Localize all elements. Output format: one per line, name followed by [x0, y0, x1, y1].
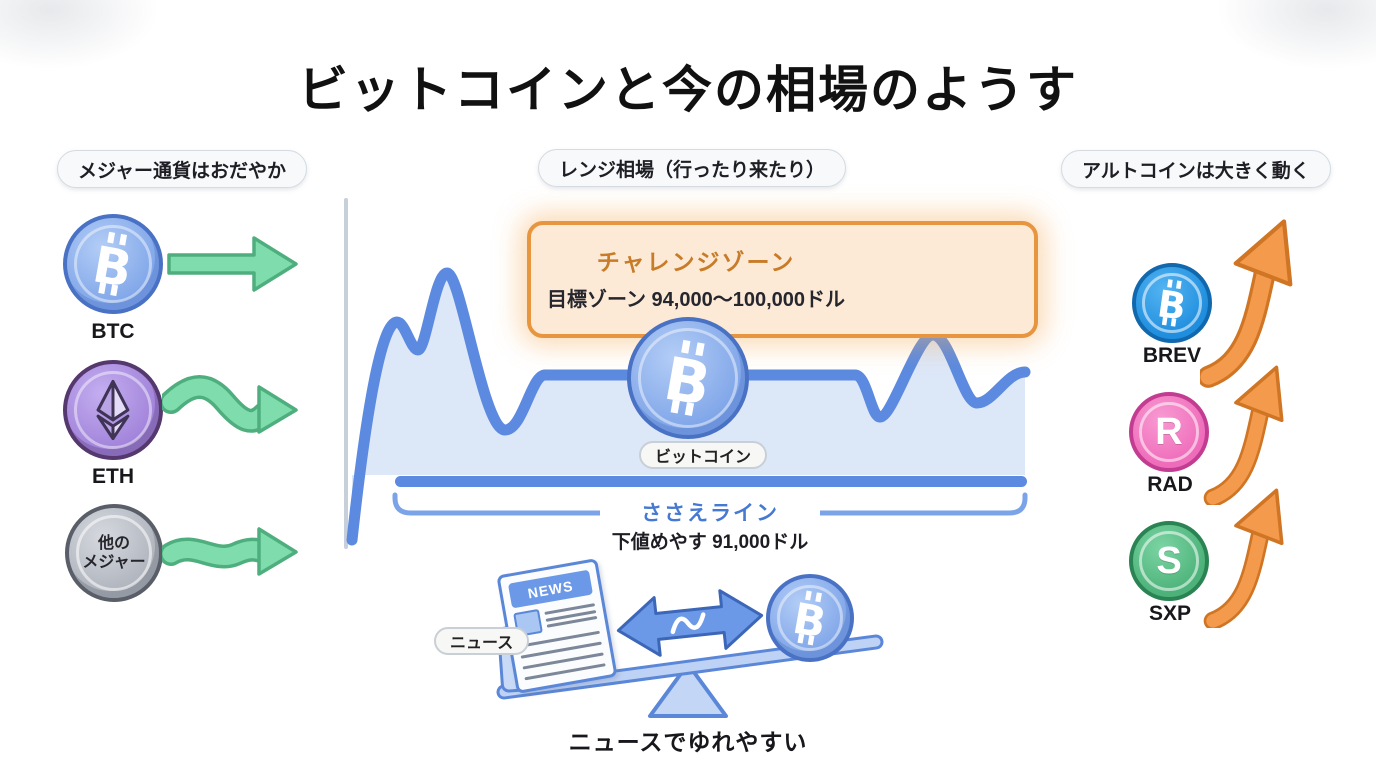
btc-coin-icon: B [63, 214, 163, 314]
challenge-zone-box: チャレンジゾーン 目標ゾーン 94,000～100,000ドル [527, 221, 1038, 338]
rad-coin-icon: R [1129, 392, 1209, 472]
eth-coin-icon [63, 360, 163, 460]
sxp-coin-icon: S [1129, 521, 1209, 601]
bitcoin-chart-coin-icon: B [627, 317, 749, 439]
page-title: ビットコインと今の相場のようす [298, 62, 1078, 118]
bitcoin-balance-coin-icon: B [766, 574, 854, 662]
btc-label: BTC [91, 320, 135, 343]
orange-arrow-up-icon [1200, 219, 1293, 388]
sxp-label: SXP [1148, 602, 1192, 625]
coin-ring [777, 585, 843, 651]
challenge-zone-text: チャレンジゾーン 目標ゾーン 94,000～100,000ドル [531, 243, 861, 312]
news-caption: ニュースでゆれやすい [568, 729, 808, 755]
coin-ring [76, 515, 152, 591]
brev-coin-icon: B [1132, 263, 1212, 343]
green-arrow-gentle-wave-icon [162, 527, 298, 576]
other-major-coin-text: 他の メジャー [82, 534, 146, 571]
section-header-range-market: レンジ相場（行ったり来たり） [538, 149, 847, 187]
coin-ring [1139, 402, 1199, 462]
section-header-altcoins: アルトコインは大きく動く [1061, 150, 1331, 188]
brev-label: BREV [1142, 344, 1202, 367]
coin-ring [1142, 273, 1202, 333]
newspaper-icon: NEWS [496, 558, 618, 694]
rad-label: RAD [1147, 473, 1193, 496]
support-line-value: 下値めやす 91,000ドル [611, 532, 809, 553]
challenge-zone-title: チャレンジゾーン [596, 249, 796, 275]
support-line-label: ささえライン [600, 497, 820, 527]
bitcoin-tag: ビットコイン [639, 441, 768, 469]
sxp-symbol: S [1156, 539, 1182, 582]
challenge-zone-range: 目標ゾーン 94,000～100,000ドル [546, 289, 846, 311]
green-arrow-wavy-icon [162, 375, 298, 434]
coin-ring [74, 371, 152, 449]
eth-label: ETH [92, 465, 134, 488]
coin-ring [74, 225, 152, 303]
double-arrow-icon [616, 589, 764, 657]
section-header-major-coins: メジャー通貨はおだやか [57, 150, 308, 188]
coin-ring [638, 328, 738, 428]
coin-ring [1139, 531, 1199, 591]
support-line-bar [395, 476, 1027, 487]
orange-arrow-up-icon [1203, 365, 1284, 505]
news-tag: ニュース [434, 627, 530, 655]
other-major-coin-icon: 他の メジャー [65, 504, 163, 602]
green-arrow-straight-icon [167, 236, 298, 292]
orange-arrow-up-icon [1203, 488, 1284, 628]
balance-fulcrum [648, 662, 728, 718]
newspaper-page: NEWS [496, 558, 618, 694]
chart-price-line [346, 267, 1031, 546]
rad-symbol: R [1155, 410, 1183, 453]
